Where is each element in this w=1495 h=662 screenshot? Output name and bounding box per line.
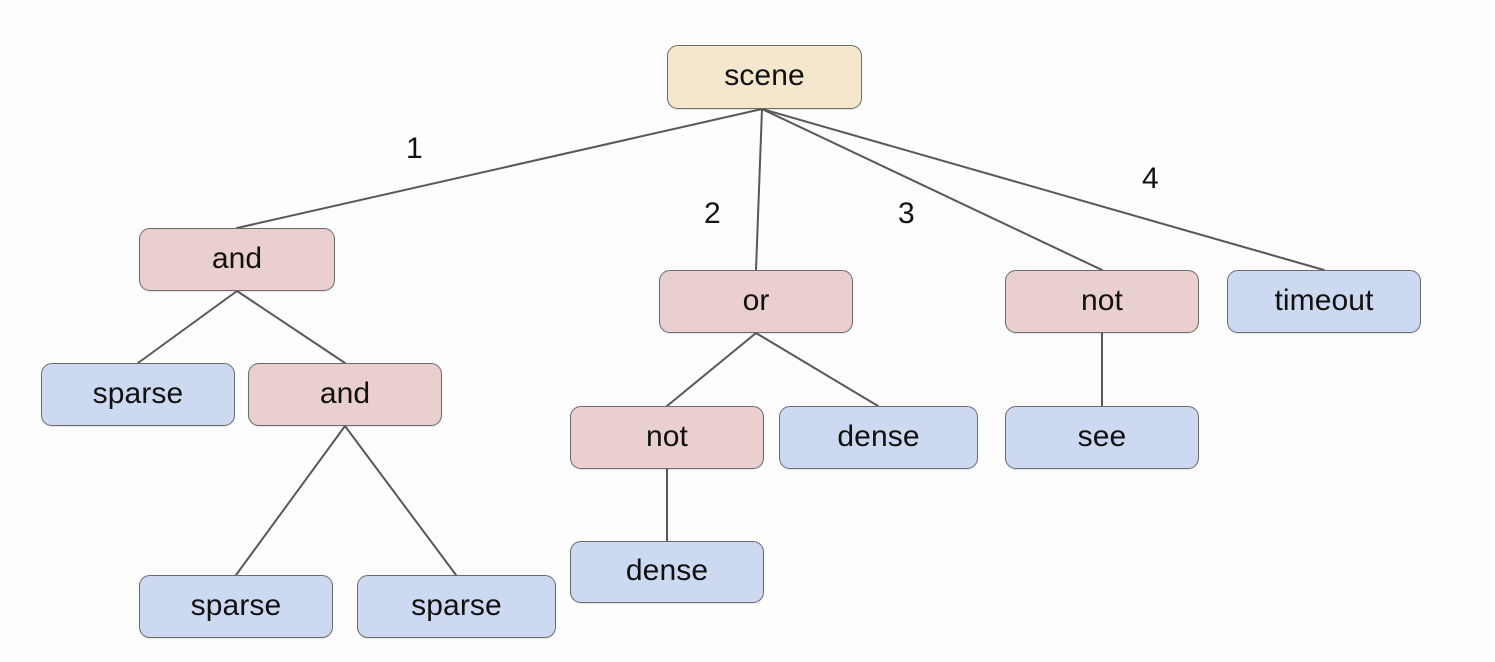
tree-edge xyxy=(236,108,763,229)
tree-node-label: or xyxy=(742,283,770,317)
tree-node-dense2[interactable]: dense xyxy=(570,541,764,603)
tree-node-label: sparse xyxy=(92,376,184,410)
tree-node-sparse3[interactable]: sparse xyxy=(357,575,556,638)
tree-node-label: dense xyxy=(837,419,920,453)
tree-node-label: not xyxy=(1080,283,1123,317)
tree-node-label: sparse xyxy=(190,588,282,622)
tree-edge xyxy=(755,108,763,271)
tree-node-sparse2[interactable]: sparse xyxy=(139,575,333,638)
tree-edge xyxy=(755,332,879,407)
tree-edge xyxy=(236,290,346,364)
tree-edge xyxy=(235,425,346,576)
tree-node-label: and xyxy=(319,376,371,410)
tree-node-timeout1[interactable]: timeout xyxy=(1227,270,1421,333)
tree-node-label: not xyxy=(645,419,688,453)
tree-edge xyxy=(761,108,1103,271)
tree-edge xyxy=(666,332,757,407)
tree-node-not2[interactable]: not xyxy=(570,406,764,469)
tree-node-and1[interactable]: and xyxy=(139,228,335,291)
tree-node-label: scene xyxy=(724,59,805,92)
tree-node-label: see xyxy=(1077,419,1127,453)
edge-order-label: 1 xyxy=(406,132,423,165)
tree-node-see1[interactable]: see xyxy=(1005,406,1199,469)
tree-node-and2[interactable]: and xyxy=(248,363,442,426)
tree-node-or1[interactable]: or xyxy=(659,270,853,333)
tree-node-label: and xyxy=(211,241,263,275)
edge-order-label: 3 xyxy=(898,197,915,230)
tree-edge xyxy=(137,290,238,364)
tree-node-not1[interactable]: not xyxy=(1005,270,1199,333)
tree-node-sparse1[interactable]: sparse xyxy=(41,363,235,426)
edge-order-label: 2 xyxy=(704,197,721,230)
tree-node-label: dense xyxy=(625,554,709,587)
tree-node-label: timeout xyxy=(1274,283,1374,317)
edge-order-label: 4 xyxy=(1142,162,1159,195)
tree-node-dense1[interactable]: dense xyxy=(779,406,978,469)
tree-edge xyxy=(761,108,1325,271)
tree-node-scene[interactable]: scene xyxy=(667,45,862,109)
tree-node-label: sparse xyxy=(411,588,502,622)
tree-edge xyxy=(344,425,457,576)
